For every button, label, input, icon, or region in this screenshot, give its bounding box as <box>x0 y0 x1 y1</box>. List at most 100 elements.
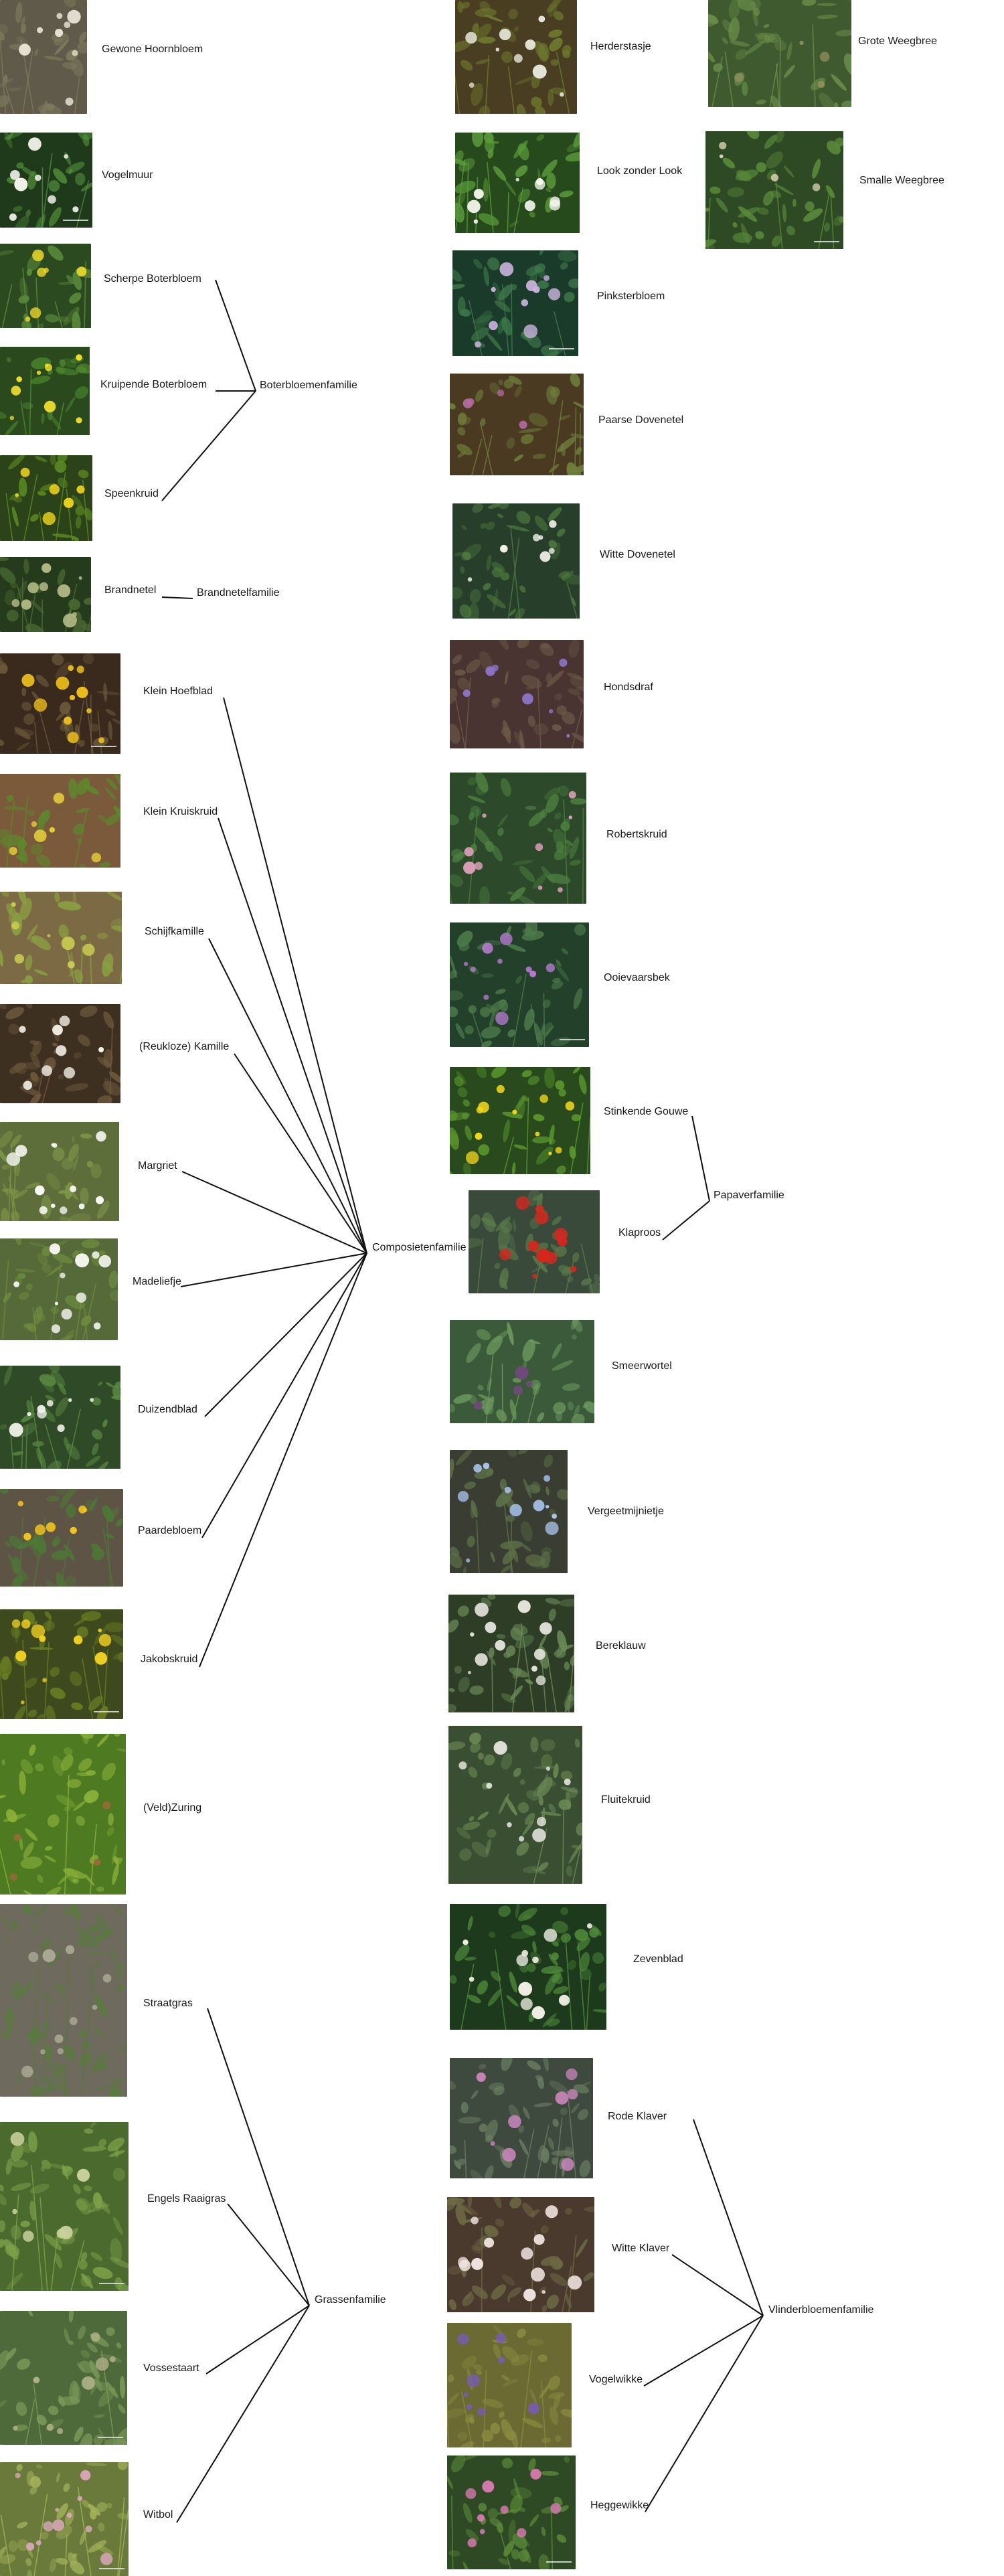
photo-margriet <box>0 1122 119 1221</box>
plant-photo-icon <box>0 892 122 984</box>
photo-paardebloem <box>0 1489 123 1587</box>
connector-stinkende-gouwe-to-papaverfamilie <box>691 1115 710 1202</box>
photo-herderstasje <box>455 0 577 114</box>
plant-label-vergeetmijnietje: Vergeetmijnietje <box>588 1506 664 1517</box>
plant-label-paardebloem: Paardebloem <box>138 1525 202 1536</box>
plant-label-smalle-weegbree: Smalle Weegbree <box>859 175 944 186</box>
plant-photo-icon <box>450 640 584 748</box>
plant-photo-icon <box>0 557 91 632</box>
photo-bereklauw <box>448 1595 574 1712</box>
plant-label-bereklauw: Bereklauw <box>596 1640 646 1652</box>
plant-photo-icon <box>447 2323 572 2447</box>
plant-label-straatgras: Straatgras <box>143 1998 193 2009</box>
plant-label-madeliefje: Madeliefje <box>133 1276 181 1287</box>
family-label-brandnetelfamilie: Brandnetelfamilie <box>197 587 280 598</box>
plant-photo-icon <box>455 0 577 114</box>
photo-grote-weegbree <box>708 0 851 107</box>
photo-mark-jakobskruid <box>94 1711 119 1712</box>
plant-label-paarse-dovenetel: Paarse Dovenetel <box>598 414 684 426</box>
photo-mark-vossestaart <box>98 2437 123 2438</box>
plant-photo-icon <box>0 2311 127 2445</box>
photo-vergeetmijnietje <box>450 1450 568 1573</box>
plant-photo-icon <box>705 131 843 249</box>
photo-klein-kruiskruid <box>0 774 120 868</box>
plant-photo-icon <box>448 1726 582 1884</box>
photo-zevenblad <box>450 1904 606 2030</box>
plant-photo-icon <box>0 774 120 868</box>
photo-gewone-hoornbloem <box>0 0 87 114</box>
plant-label-speenkruid: Speenkruid <box>104 488 159 499</box>
plant-photo-icon <box>0 1366 120 1469</box>
photo-vossestaart <box>0 2311 127 2445</box>
photo-vogelwikke <box>447 2323 572 2447</box>
plant-label-klein-hoefblad: Klein Hoefblad <box>143 686 214 697</box>
connector-reukloze-kamille-to-composietenfamilie <box>234 1053 367 1254</box>
family-label-papaverfamilie: Papaverfamilie <box>714 1190 784 1201</box>
plant-photo-icon <box>0 1904 127 2097</box>
plant-photo-icon <box>0 2462 129 2576</box>
plant-label-vogelmuur: Vogelmuur <box>102 169 153 181</box>
photo-heggewikke <box>447 2456 576 2569</box>
plant-label-robertskruid: Robertskruid <box>606 829 667 840</box>
plant-label-zevenblad: Zevenblad <box>633 1953 683 1965</box>
plant-label-reukloze-kamille: (Reukloze) Kamille <box>139 1041 230 1052</box>
plant-label-hondsdraf: Hondsdraf <box>604 681 653 693</box>
connector-duizendblad-to-composietenfamilie <box>204 1253 367 1417</box>
photo-scherpe-boterbloem <box>0 244 91 328</box>
plant-photo-icon <box>0 1238 118 1340</box>
plant-photo-icon <box>450 1067 590 1174</box>
connector-vogelwikke-to-vlinderbloemenfamilie <box>643 2315 764 2387</box>
plant-label-kruipende-boterbloem: Kruipende Boterbloem <box>100 379 207 390</box>
connector-klein-kruiskruid-to-composietenfamilie <box>218 817 367 1254</box>
plant-label-schijfkamille: Schijfkamille <box>145 926 204 937</box>
plant-photo-icon <box>0 1734 126 1895</box>
plant-photo-icon <box>708 0 851 107</box>
plant-label-gewone-hoornbloem: Gewone Hoornbloem <box>102 44 203 55</box>
connector-klaproos-to-papaverfamilie <box>662 1200 710 1240</box>
plant-label-heggewikke: Heggewikke <box>590 2500 649 2511</box>
plant-photo-icon <box>0 347 90 435</box>
photo-speenkruid <box>0 455 92 541</box>
connector-scherpe-boterbloem-to-boterbloemenfamilie <box>215 279 256 392</box>
connector-witbol-to-grassenfamilie <box>176 2305 310 2523</box>
connector-heggewikke-to-vlinderbloemenfamilie <box>645 2315 764 2512</box>
photo-mark-klein-hoefblad <box>91 746 116 747</box>
plant-label-duizendblad: Duizendblad <box>138 1404 197 1415</box>
plant-photo-icon <box>450 922 589 1047</box>
plant-label-stinkende-gouwe: Stinkende Gouwe <box>604 1106 689 1117</box>
plant-photo-icon <box>0 133 92 228</box>
photo-look-zonder-look <box>455 133 580 233</box>
connector-witte-klaver-to-vlinderbloemenfamilie <box>671 2254 764 2316</box>
plant-label-look-zonder-look: Look zonder Look <box>597 165 683 177</box>
photo-schijfkamille <box>0 892 122 984</box>
plant-label-ooievaarsbek: Ooievaarsbek <box>604 972 670 983</box>
plant-photo-icon <box>0 1004 120 1103</box>
family-label-composietenfamilie: Composietenfamilie <box>372 1242 467 1253</box>
photo-engels-raaigras <box>0 2122 129 2291</box>
plant-photo-icon <box>450 2058 593 2178</box>
connector-paardebloem-to-composietenfamilie <box>201 1253 367 1538</box>
plant-label-vossestaart: Vossestaart <box>143 2362 199 2374</box>
photo-brandnetel <box>0 557 91 632</box>
plant-label-klein-kruiskruid: Klein Kruiskruid <box>143 806 218 817</box>
connector-jakobskruid-to-composietenfamilie <box>199 1253 367 1668</box>
plant-photo-icon <box>0 455 92 541</box>
plant-photo-icon <box>450 374 584 475</box>
plant-photo-icon <box>0 1489 123 1587</box>
photo-pinksterbloem <box>452 250 578 356</box>
plant-label-klaproos: Klaproos <box>618 1227 661 1238</box>
connector-vossestaart-to-grassenfamilie <box>205 2305 310 2374</box>
photo-veld-zuring <box>0 1734 126 1895</box>
plant-label-jakobskruid: Jakobskruid <box>141 1654 198 1665</box>
plant-photo-icon <box>469 1190 600 1293</box>
photo-mark-pinksterbloem <box>549 348 574 349</box>
plant-photo-icon <box>448 1595 574 1712</box>
photo-witbol <box>0 2462 129 2576</box>
photo-paarse-dovenetel <box>450 374 584 475</box>
plant-photo-icon <box>450 1320 594 1423</box>
plant-label-witbol: Witbol <box>143 2509 173 2520</box>
photo-rode-klaver <box>450 2058 593 2178</box>
plant-label-herderstasje: Herderstasje <box>590 41 651 52</box>
photo-witte-dovenetel <box>452 503 580 619</box>
